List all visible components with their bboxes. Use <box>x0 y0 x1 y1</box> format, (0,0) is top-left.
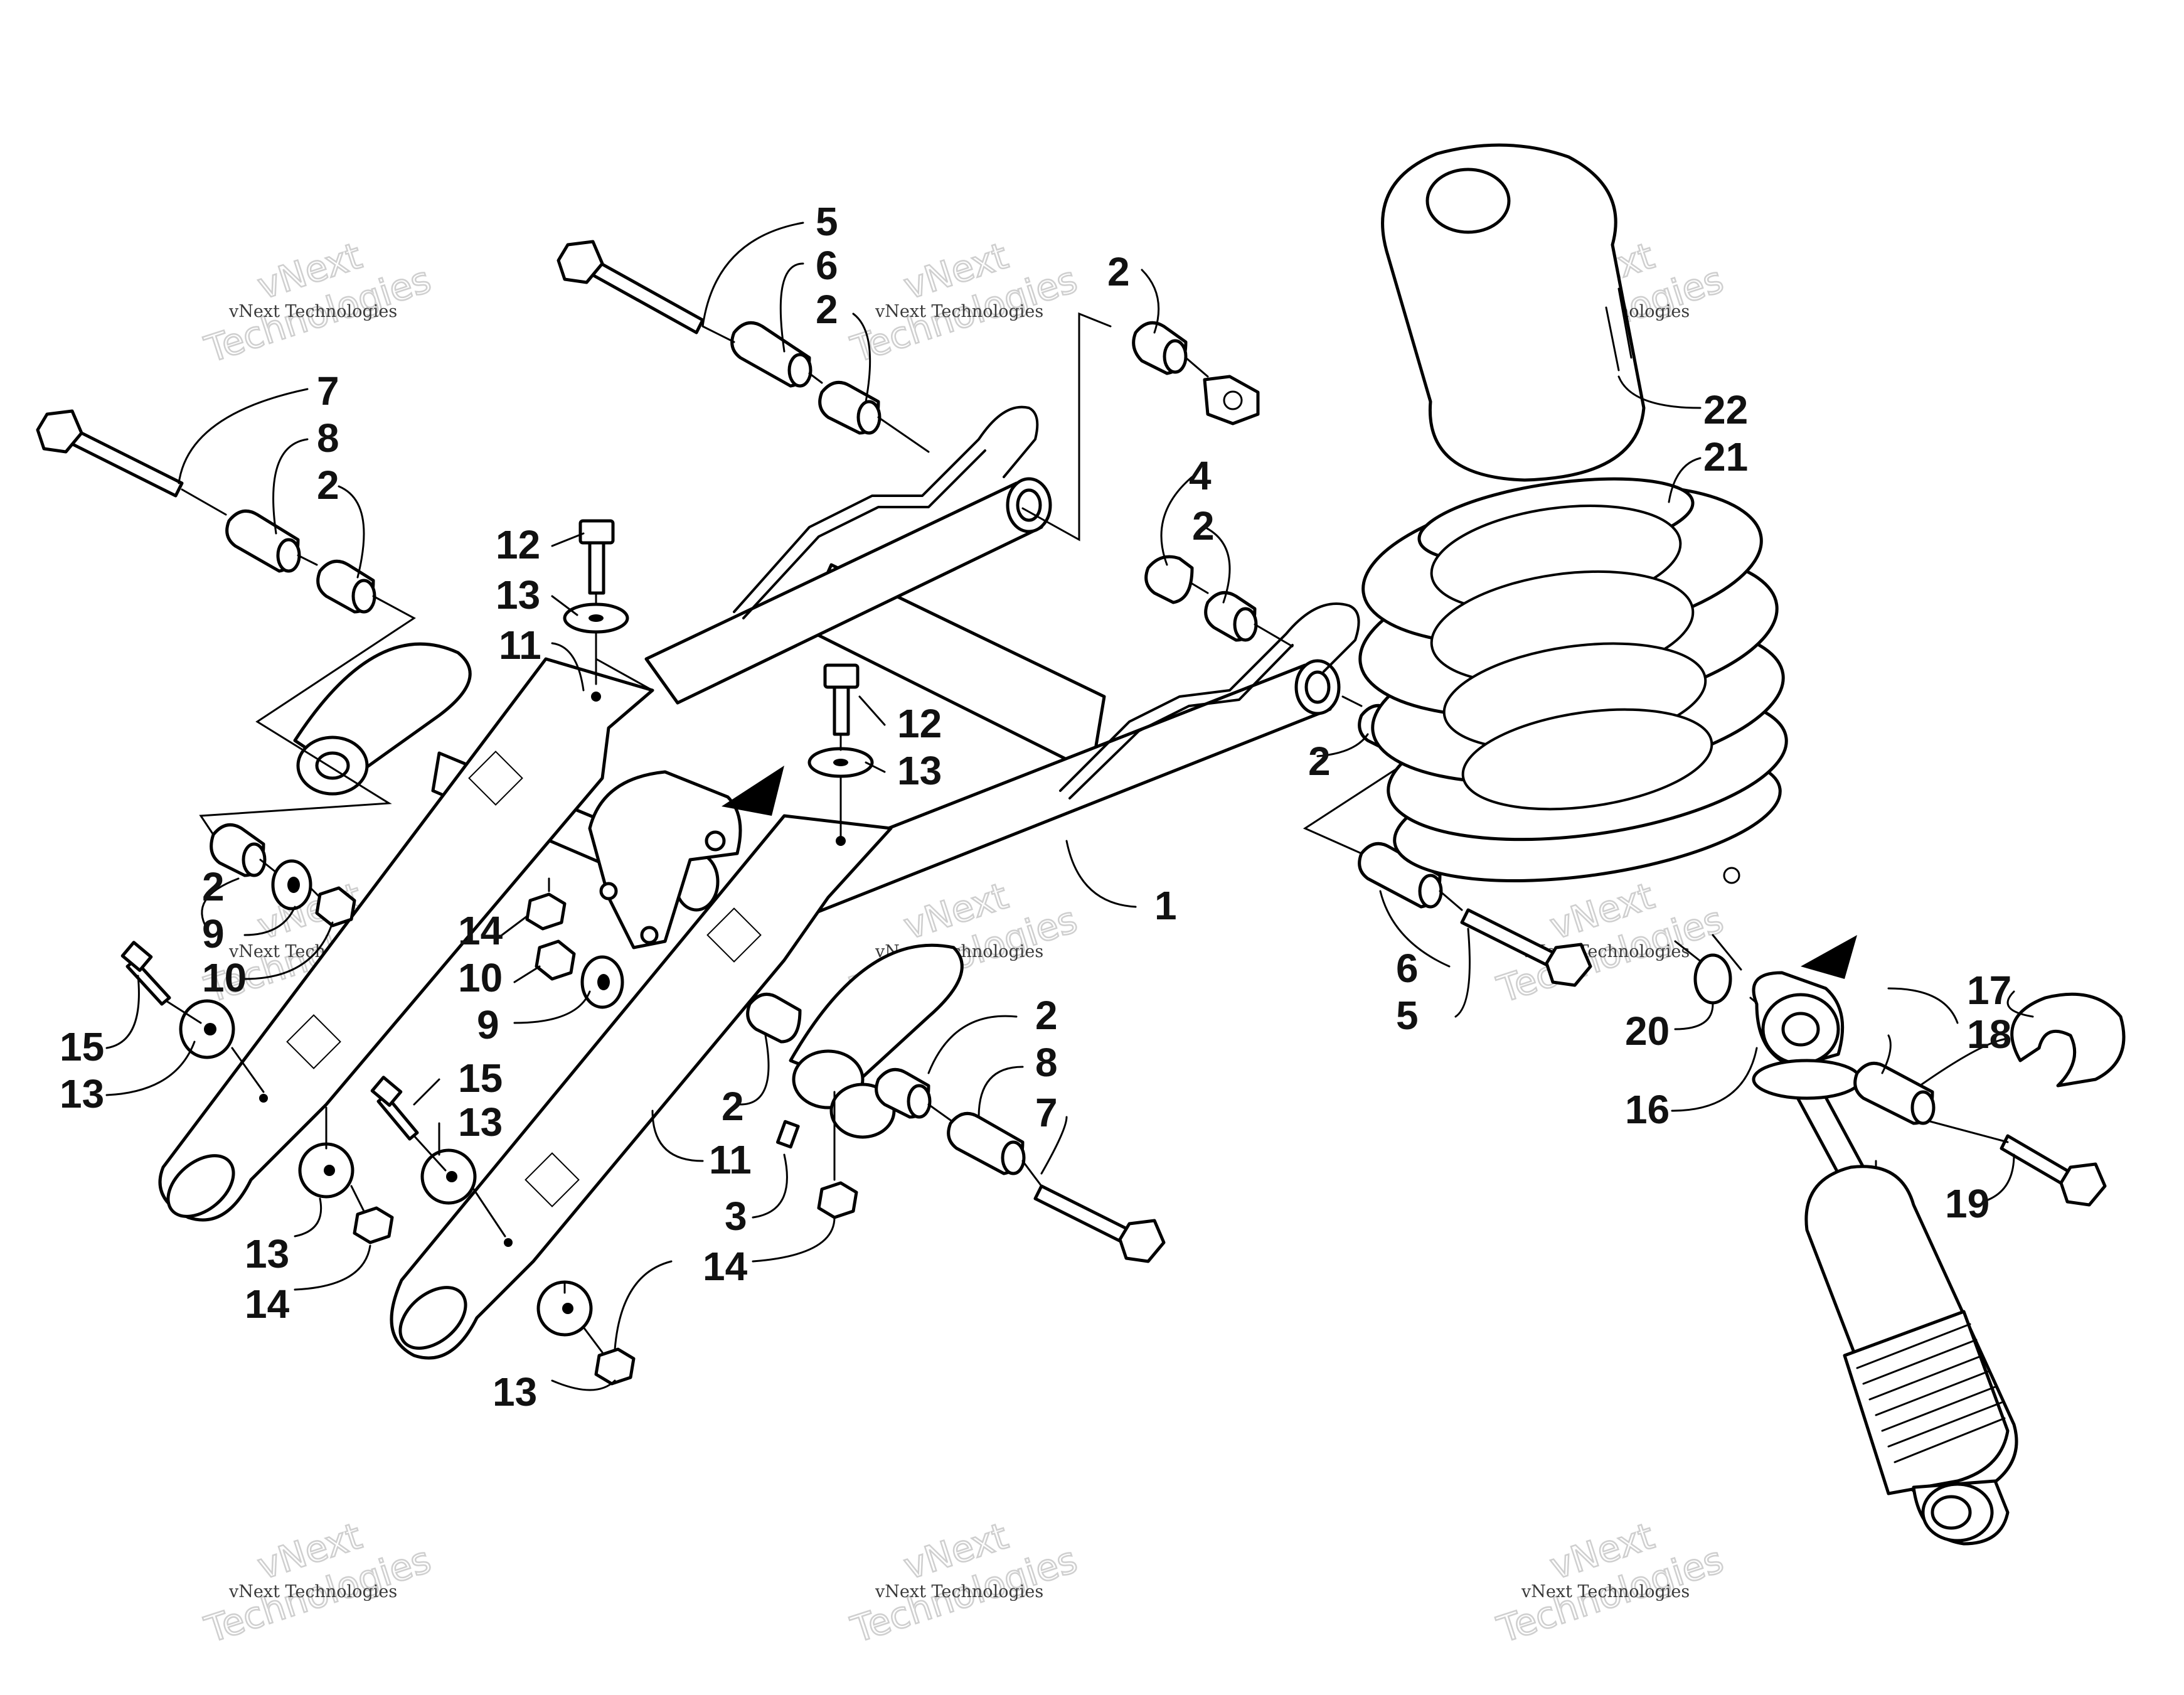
right-arm <box>390 814 893 1360</box>
lower-bracket <box>1059 602 1360 792</box>
watermark: Technologies vNext vNext Technologies <box>1491 1514 1729 1652</box>
bump-stop-22 <box>1381 143 1646 482</box>
callout-2-bottom: 2 <box>722 1084 744 1129</box>
callout-8-left: 8 <box>317 415 339 461</box>
callout-13-left: 13 <box>60 1071 104 1116</box>
callout-14-left-bottom: 14 <box>245 1281 290 1327</box>
direction-arrow-left <box>722 766 784 816</box>
bushing-4-mid <box>1144 555 1194 604</box>
callout-19: 19 <box>1945 1181 1990 1226</box>
nut-10-a <box>315 886 356 928</box>
callout-10-left: 10 <box>202 955 247 1000</box>
callout-14-center: 14 <box>458 908 503 953</box>
callout-3: 3 <box>725 1194 747 1239</box>
shock-absorber <box>1693 935 2126 1546</box>
callout-9-center: 9 <box>477 1002 499 1047</box>
callout-13-bottom: 13 <box>493 1369 537 1414</box>
svg-text:vNext Technologies: vNext Technologies <box>228 1582 397 1601</box>
nut-14-d <box>817 1181 858 1219</box>
callout-13-b: 13 <box>897 748 942 793</box>
callout-12-b: 12 <box>897 701 942 746</box>
callout-22: 22 <box>1703 387 1748 432</box>
bolt-15-b <box>370 1076 419 1141</box>
watermark: Technologies vNext vNext Technologies <box>845 233 1083 372</box>
watermark: Technologies vNext vNext Technologies <box>845 1514 1083 1652</box>
bolt-12-b <box>823 663 860 736</box>
callout-leaders <box>105 222 2034 1391</box>
watermark: Technologies vNext vNext Technologies <box>199 1514 437 1652</box>
right-loop-bracket <box>789 943 964 1139</box>
callout-13-left-bottom: 13 <box>245 1231 289 1276</box>
nut-4-top <box>1203 375 1260 425</box>
svg-text:vNext Technologies: vNext Technologies <box>875 1582 1043 1601</box>
bolt-5-lower <box>1460 908 1592 987</box>
callout-7-left: 7 <box>317 368 339 414</box>
callout-15-center: 15 <box>458 1056 503 1101</box>
callout-5-lower: 5 <box>1396 993 1419 1038</box>
callout-11-b: 11 <box>709 1137 752 1182</box>
callout-6-upper: 6 <box>816 243 838 288</box>
bolt-15-a <box>120 941 171 1006</box>
direction-arrow-right <box>1801 935 1857 979</box>
shock-threads <box>1856 1323 2006 1463</box>
svg-text:vNext Technologies: vNext Technologies <box>228 302 397 321</box>
callout-20: 20 <box>1625 1008 1670 1054</box>
fitting-3 <box>776 1120 800 1149</box>
callout-9-left: 9 <box>202 911 225 956</box>
callout-labels: 5 6 2 2 7 8 2 4 2 12 13 11 12 13 2 1 2 9… <box>60 199 2011 1414</box>
callout-7-lower: 7 <box>1035 1090 1058 1135</box>
bushing-20 <box>1693 953 1732 1005</box>
svg-text:vNext Technologies: vNext Technologies <box>875 302 1043 321</box>
bushing-2-bottom <box>746 992 802 1044</box>
bolts <box>36 240 2107 1263</box>
center-bracket <box>588 766 784 949</box>
callout-2-lower: 2 <box>1035 993 1058 1038</box>
bolt-12-a <box>578 519 615 595</box>
callout-11-a: 11 <box>499 623 541 668</box>
bolt-7-left <box>36 409 184 498</box>
upper-bracket <box>733 405 1039 613</box>
nut-14-c <box>594 1347 636 1386</box>
callout-8-lower: 8 <box>1035 1040 1058 1085</box>
callout-2-left-lower: 2 <box>202 864 225 909</box>
watermark: Technologies vNext vNext Technologies <box>199 233 437 372</box>
callout-2-left: 2 <box>317 463 339 508</box>
callout-13-a: 13 <box>496 572 540 618</box>
callout-16: 16 <box>1625 1087 1670 1132</box>
callout-4: 4 <box>1189 453 1212 498</box>
left-arm <box>158 657 654 1222</box>
retaining-clip-17 <box>2010 992 2126 1088</box>
spring-21 <box>1358 477 1788 884</box>
callout-15-left: 15 <box>60 1024 104 1069</box>
nut-14-a <box>525 892 567 931</box>
callout-12-a: 12 <box>496 522 540 567</box>
callout-2-right: 2 <box>1308 739 1331 784</box>
callout-21: 21 <box>1703 434 1748 479</box>
callout-2-upper: 2 <box>816 287 838 332</box>
callout-2-top-right: 2 <box>1107 249 1130 294</box>
callout-1: 1 <box>1154 883 1177 928</box>
callout-18: 18 <box>1967 1012 2011 1057</box>
callout-6-lower: 6 <box>1396 946 1419 991</box>
bolt-5-upper <box>557 240 705 334</box>
small-parts <box>179 321 1443 1386</box>
callout-2-mid: 2 <box>1192 503 1215 548</box>
bolt-19 <box>2000 1134 2107 1207</box>
callout-13-center: 13 <box>458 1099 503 1145</box>
callout-17: 17 <box>1967 968 2011 1013</box>
callout-5-upper: 5 <box>816 199 838 244</box>
callout-14-bottom: 14 <box>703 1244 748 1289</box>
svg-text:vNext Technologies: vNext Technologies <box>1521 1582 1690 1601</box>
nut-10-b <box>535 939 576 981</box>
left-loop-bracket <box>293 642 472 796</box>
callout-10-center: 10 <box>458 955 503 1000</box>
nut-14-b <box>353 1206 394 1244</box>
bolt-7-lower <box>1033 1184 1166 1263</box>
